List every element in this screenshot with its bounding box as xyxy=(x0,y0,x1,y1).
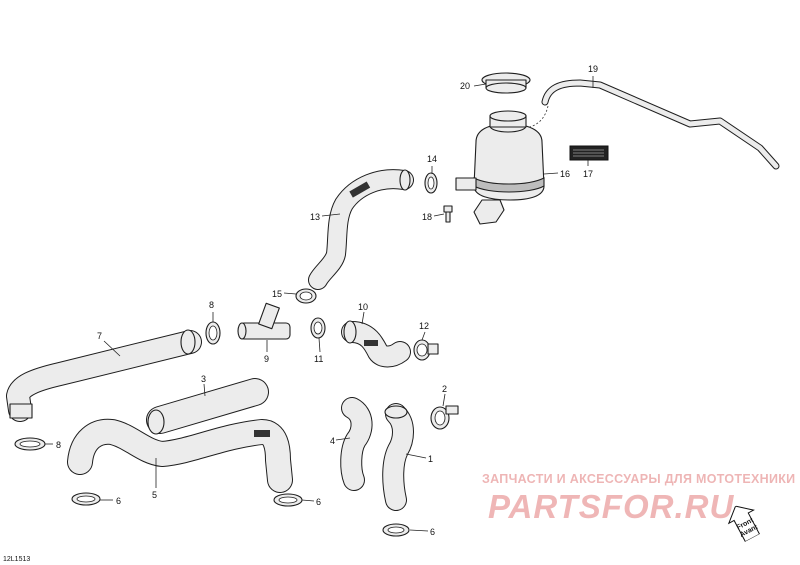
callout-15: 15 xyxy=(272,289,282,299)
callout-9: 9 xyxy=(264,354,269,364)
part-2-hose-clamp[interactable] xyxy=(430,405,459,430)
callout-6-middle: 6 xyxy=(316,497,321,507)
callout-14: 14 xyxy=(427,154,437,164)
part-6-hose-clamp-middle[interactable] xyxy=(273,493,303,507)
part-3-hose[interactable] xyxy=(146,378,269,435)
part-6-hose-clamp-left[interactable] xyxy=(71,492,101,506)
part-16-coolant-reservoir[interactable] xyxy=(455,110,545,225)
callout-4: 4 xyxy=(330,436,335,446)
front-direction-indicator: Front Avant xyxy=(721,499,766,546)
part-9-tee-fitting[interactable] xyxy=(237,302,291,340)
part-4-hose[interactable] xyxy=(340,397,373,491)
callout-8-lower: 8 xyxy=(56,440,61,450)
callout-numbers: 20 19 17 16 14 18 13 15 8 7 9 11 10 12 3… xyxy=(56,64,598,537)
callout-13: 13 xyxy=(310,212,320,222)
callout-7: 7 xyxy=(97,331,102,341)
part-6-hose-clamp-right[interactable] xyxy=(382,523,410,537)
part-15-hose-clamp[interactable] xyxy=(295,288,317,304)
callout-8-upper: 8 xyxy=(209,300,214,310)
part-11-hose-clamp[interactable] xyxy=(310,317,326,339)
part-8-hose-clamp-upper[interactable] xyxy=(205,321,221,345)
document-code: 12L1513 xyxy=(3,556,31,563)
arrow-icon xyxy=(727,505,761,543)
watermark-tagline: ЗАПЧАСТИ И АКСЕССУАРЫ ДЛЯ МОТОТЕХНИКИ xyxy=(482,472,796,486)
callout-16: 16 xyxy=(560,169,570,179)
part-12-hose-clamp[interactable] xyxy=(413,339,439,361)
part-8-hose-clamp-lower[interactable] xyxy=(14,437,46,451)
callout-19: 19 xyxy=(588,64,598,74)
callout-18: 18 xyxy=(422,212,432,222)
part-18-screw[interactable] xyxy=(443,205,453,223)
callout-17: 17 xyxy=(583,169,593,179)
callout-11: 11 xyxy=(314,354,323,364)
part-10-elbow-hose[interactable] xyxy=(341,320,411,368)
watermark-logo: PARTSFOR.RU xyxy=(488,488,735,525)
part-17-warning-label[interactable] xyxy=(569,145,609,161)
callout-6-right: 6 xyxy=(430,527,435,537)
callout-10: 10 xyxy=(358,302,368,312)
callout-3: 3 xyxy=(201,374,206,384)
part-5-lower-radiator-hose[interactable] xyxy=(67,418,293,493)
leader-lines xyxy=(45,76,594,532)
callout-12: 12 xyxy=(419,321,429,331)
part-19-overflow-hose[interactable] xyxy=(541,79,780,170)
part-13-upper-radiator-hose[interactable] xyxy=(308,169,414,290)
callout-5: 5 xyxy=(152,490,157,500)
part-20-pressure-cap[interactable] xyxy=(481,72,531,94)
part-1-hose[interactable] xyxy=(382,403,414,511)
part-14-hose-clamp[interactable] xyxy=(424,172,438,194)
part-7-radiator-hose[interactable] xyxy=(6,329,202,422)
callout-2: 2 xyxy=(442,384,447,394)
callout-6-left: 6 xyxy=(116,496,121,506)
callout-1: 1 xyxy=(428,454,433,464)
callout-20: 20 xyxy=(460,81,470,91)
